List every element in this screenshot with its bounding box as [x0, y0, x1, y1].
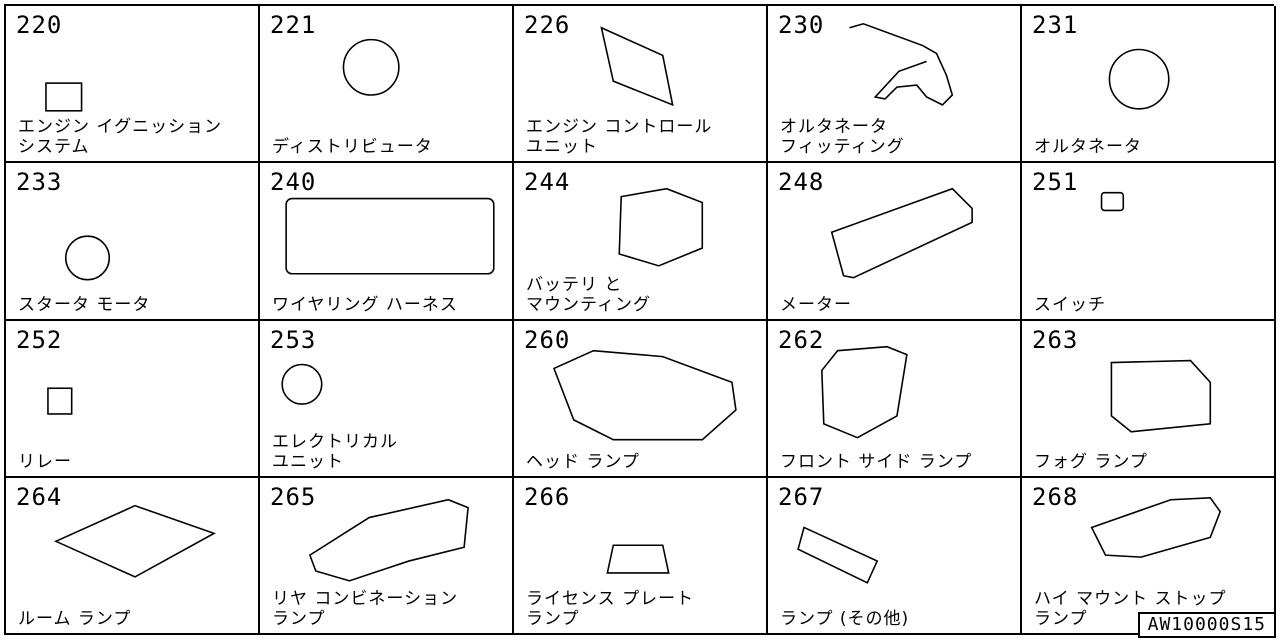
diagram-code: AW10000S15 — [1137, 612, 1276, 638]
category-number: 244 — [524, 168, 571, 197]
category-cell-268[interactable]: 268 ハイ マウント ストップ ランプ — [1022, 477, 1276, 635]
category-label: エレクトリカル ユニット — [272, 431, 398, 472]
category-label: フロント サイド ランプ — [780, 451, 973, 472]
category-cell-262[interactable]: 262 フロント サイド ランプ — [768, 320, 1022, 478]
category-label: ハイ マウント ストップ ランプ — [1034, 589, 1227, 629]
front-side-lamp-icon — [821, 345, 908, 439]
category-number: 251 — [1032, 168, 1079, 197]
meter-icon — [830, 188, 973, 279]
category-number: 268 — [1032, 482, 1079, 511]
category-cell-260[interactable]: 260 ヘッド ランプ — [514, 320, 768, 478]
category-label: ルーム ランプ — [18, 609, 132, 629]
electrical-unit-icon — [281, 363, 323, 405]
category-cell-230[interactable]: 230 オルタネータ フィッティング — [768, 6, 1022, 164]
category-label: ライセンス プレート ランプ — [526, 589, 695, 629]
category-number: 248 — [778, 168, 825, 197]
lamp-other-icon — [797, 526, 879, 584]
category-number: 230 — [778, 11, 825, 39]
category-number: 263 — [1032, 325, 1079, 354]
category-label: ランプ (その他) — [780, 609, 910, 629]
category-cell-267[interactable]: 267 ランプ (その他) — [768, 477, 1022, 635]
rear-combination-lamp-icon — [308, 498, 469, 582]
fog-lamp-icon — [1110, 359, 1212, 433]
category-label: メーター — [780, 294, 852, 315]
category-label: オルタネータ フィッティング — [780, 117, 905, 158]
category-cell-244[interactable]: 244 バッテリ と マウンティング — [514, 163, 768, 321]
category-label: リヤ コンビネーション ランプ — [272, 589, 459, 629]
category-number: 266 — [524, 482, 571, 511]
category-label: スイッチ — [1034, 294, 1106, 315]
category-number: 253 — [270, 325, 317, 354]
category-cell-221[interactable]: 221 ディストリビュータ — [260, 6, 514, 164]
category-label: エンジン コントロール ユニット — [526, 117, 713, 158]
switch-icon — [1100, 192, 1125, 212]
category-number: 265 — [270, 482, 317, 511]
high-mount-stop-lamp-icon — [1090, 496, 1222, 558]
battery-icon — [618, 188, 704, 267]
license-plate-lamp-icon — [606, 544, 670, 574]
category-cell-266[interactable]: 266 ライセンス プレート ランプ — [514, 477, 768, 635]
category-number: 267 — [778, 482, 825, 511]
distributor-icon — [342, 38, 400, 96]
category-cell-251[interactable]: 251 スイッチ — [1022, 163, 1276, 321]
category-label: ヘッド ランプ — [526, 451, 640, 472]
category-number: 233 — [16, 168, 63, 197]
wiring-harness-icon — [285, 198, 495, 275]
category-cell-263[interactable]: 263 フォグ ランプ — [1022, 320, 1276, 478]
category-label: ワイヤリング ハーネス — [272, 294, 458, 315]
category-number: 260 — [524, 325, 571, 354]
category-number: 231 — [1032, 11, 1079, 39]
engine-control-unit-icon — [600, 26, 674, 107]
category-cell-264[interactable]: 264 ルーム ランプ — [6, 477, 260, 635]
category-cell-253[interactable]: 253 エレクトリカル ユニット — [260, 320, 514, 478]
category-cell-220[interactable]: 220 エンジン イグニッション システム — [6, 6, 260, 164]
category-cell-231[interactable]: 231 オルタネータ — [1022, 6, 1276, 164]
category-cell-265[interactable]: 265 リヤ コンビネーション ランプ — [260, 477, 514, 635]
alternator-icon — [1108, 48, 1170, 110]
category-label: フォグ ランプ — [1034, 451, 1148, 472]
category-number: 262 — [778, 325, 825, 354]
category-number: 221 — [270, 11, 317, 39]
category-number: 220 — [16, 11, 63, 39]
category-cell-240[interactable]: 240 ワイヤリング ハーネス — [260, 163, 514, 321]
relay-icon — [47, 386, 73, 415]
category-cell-252[interactable]: 252 リレー — [6, 320, 260, 478]
category-label: ディストリビュータ — [272, 137, 433, 158]
category-label: オルタネータ — [1034, 137, 1142, 158]
category-label: スタータ モータ — [18, 294, 151, 315]
category-number: 264 — [16, 482, 63, 511]
room-lamp-icon — [53, 504, 217, 578]
category-number: 240 — [270, 168, 317, 197]
category-cell-248[interactable]: 248 メーター — [768, 163, 1022, 321]
category-cell-226[interactable]: 226 エンジン コントロール ユニット — [514, 6, 768, 164]
category-label: リレー — [18, 451, 72, 472]
category-cell-233[interactable]: 233 スタータ モータ — [6, 163, 260, 321]
head-lamp-icon — [552, 349, 737, 440]
category-number: 252 — [16, 325, 63, 354]
alternator-fitting-icon — [849, 22, 954, 106]
ignition-system-icon — [45, 82, 83, 112]
category-label: エンジン イグニッション システム — [18, 117, 223, 158]
parts-category-grid: 220 エンジン イグニッション システム 221 ディストリビュータ 226 エンジ… — [4, 4, 1276, 635]
category-label: バッテリ と マウンティング — [526, 274, 651, 315]
starter-motor-icon — [64, 235, 111, 281]
category-number: 226 — [524, 11, 571, 39]
